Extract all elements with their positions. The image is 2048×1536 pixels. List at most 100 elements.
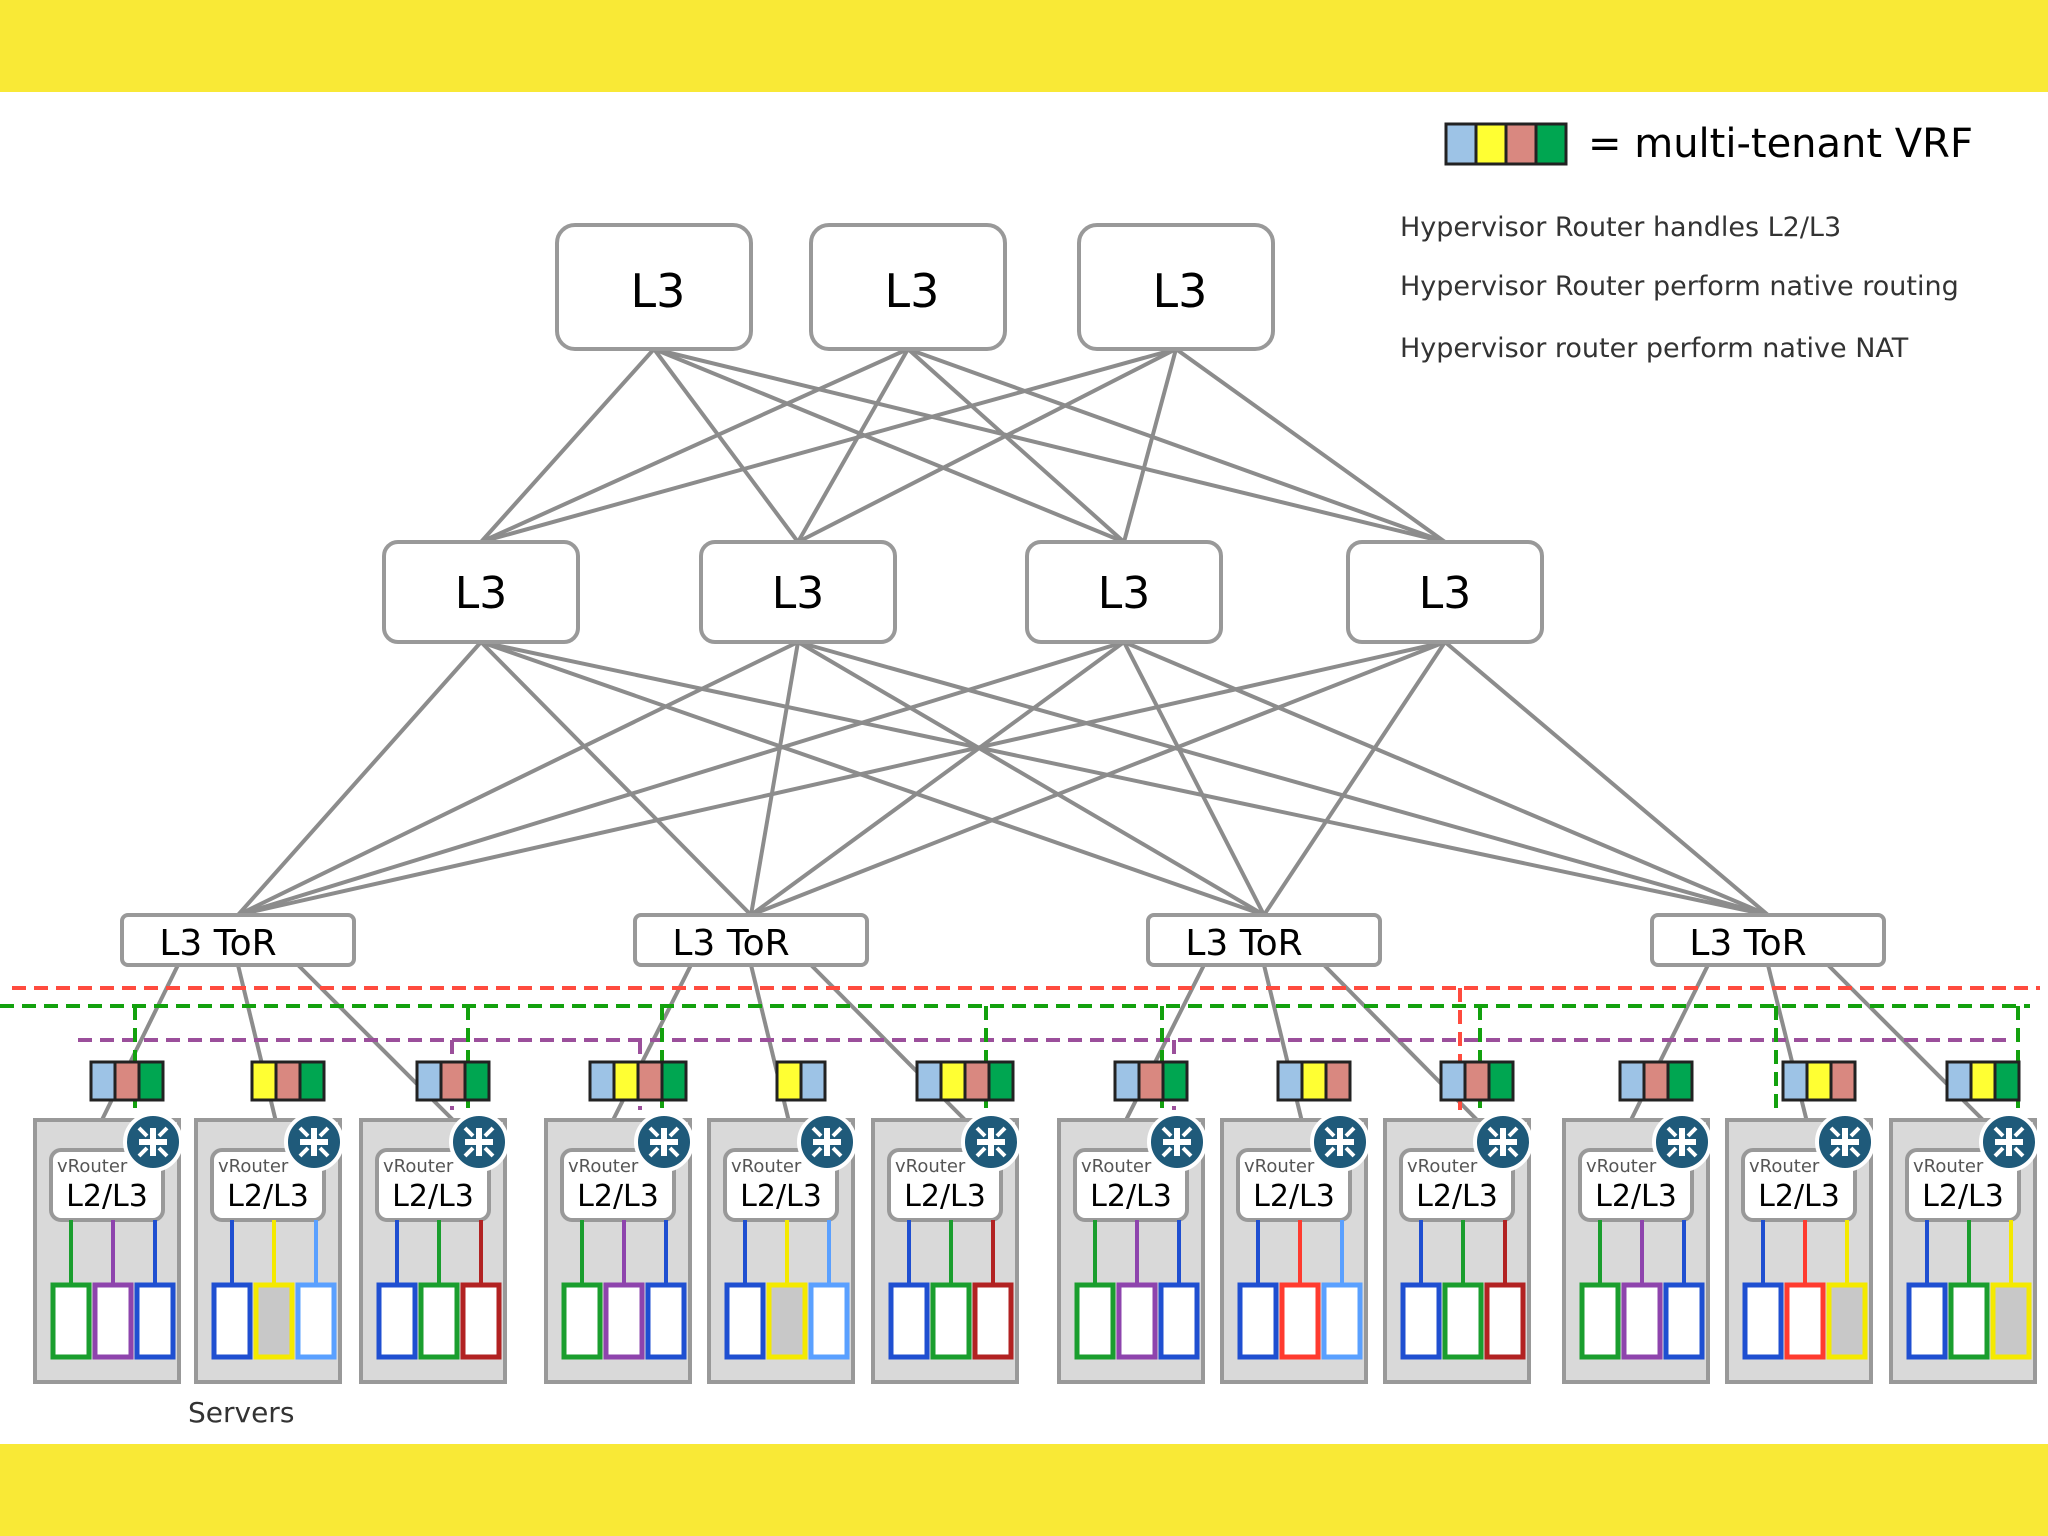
spine-switch: [555, 223, 753, 351]
virtual-machine: [1906, 1282, 1948, 1360]
vrouter-label: vRouter: [731, 1156, 802, 1177]
vrf-segment: [1137, 1060, 1165, 1102]
vrouter-label: vRouter: [1407, 1156, 1478, 1177]
spine-leaf-link: [479, 347, 656, 544]
vrf-segment: [1666, 1060, 1694, 1102]
tor-switch-label: L3 ToR: [1689, 923, 1806, 964]
router-icon: [1815, 1112, 1875, 1172]
tor-server-link: [1766, 964, 1811, 1131]
spine-leaf-link: [653, 347, 1125, 544]
router-icon-cross: [1163, 1128, 1191, 1156]
virtual-machine: [1948, 1282, 1990, 1360]
spine-leaf-link: [1122, 348, 1178, 543]
vrf-segment: [1324, 1060, 1352, 1102]
virtual-machine: [1074, 1282, 1116, 1360]
router-icon-cross: [300, 1128, 328, 1156]
leaf-tor-link: [480, 640, 1769, 917]
leaf-tor-link: [749, 641, 800, 916]
vrouter-label: vRouter: [1749, 1156, 1820, 1177]
spine-switch-label: L3: [1153, 264, 1208, 318]
vrouter-label: vRouter: [1244, 1156, 1315, 1177]
virtual-machine: [1621, 1282, 1663, 1360]
router-icon-cross: [1831, 1128, 1859, 1156]
vrf-segment: [1487, 1060, 1515, 1102]
vrouter-box: [49, 1148, 165, 1222]
virtual-machine: [295, 1282, 337, 1360]
virtual-machine: [92, 1282, 134, 1360]
leaf-tor-link: [1123, 640, 1769, 917]
virtual-machine: [460, 1282, 502, 1360]
note-3: Hypervisor router perform native NAT: [1400, 333, 1909, 364]
virtual-machine: [1742, 1282, 1784, 1360]
router-icon-arrows: [1666, 1126, 1698, 1158]
leaf-switch: [1346, 540, 1544, 644]
virtual-machine: [1158, 1282, 1200, 1360]
vrouter-layer-label: L2/L3: [1416, 1179, 1498, 1214]
virtual-machine: [930, 1282, 972, 1360]
tor-switch: [120, 913, 356, 967]
vrf-segment: [1300, 1060, 1328, 1102]
vrouter-layer-label: L2/L3: [1922, 1179, 2004, 1214]
vrf-segment: [298, 1060, 326, 1102]
vrouter-label: vRouter: [57, 1156, 128, 1177]
servers-caption: Servers: [188, 1396, 294, 1429]
vrf-segment: [1474, 122, 1508, 166]
router-icon-arrows: [463, 1126, 495, 1158]
router-icon: [634, 1112, 694, 1172]
vrouter-box: [1905, 1148, 2021, 1222]
virtual-machine: [808, 1282, 850, 1360]
router-icon: [797, 1112, 857, 1172]
vrouter-label: vRouter: [1586, 1156, 1657, 1177]
vrouter-box: [723, 1148, 839, 1222]
virtual-machine: [561, 1282, 603, 1360]
vrf-segment: [1969, 1060, 1997, 1102]
leaf-switch: [699, 540, 897, 644]
note-2: Hypervisor Router perform native routing: [1400, 271, 1959, 302]
vrf-segment: [799, 1060, 827, 1102]
router-icon-arrows: [1487, 1126, 1519, 1158]
vrouter-layer-label: L2/L3: [577, 1179, 659, 1214]
spine-switch: [1077, 223, 1275, 351]
tor-server-link: [1262, 964, 1306, 1131]
vrf-segment: [1504, 122, 1538, 166]
spine-leaf-link: [906, 347, 1126, 544]
virtual-machine: [1400, 1282, 1442, 1360]
router-icon: [1652, 1112, 1712, 1172]
router-icon: [284, 1112, 344, 1172]
router-icon-cross: [1668, 1128, 1696, 1156]
vrf-segment: [1642, 1060, 1670, 1102]
vrouter-box: [1399, 1148, 1515, 1222]
leaf-tor-link: [750, 640, 1446, 917]
router-icon-cross: [813, 1128, 841, 1156]
router-icon-arrows: [975, 1126, 1007, 1158]
tor-switch-label: L3 ToR: [159, 923, 276, 964]
note-1: Hypervisor Router handles L2/L3: [1400, 212, 1841, 243]
spine-leaf-link: [653, 347, 1446, 544]
virtual-machine: [253, 1282, 295, 1360]
leaf-tor-link: [1443, 640, 1770, 917]
tor-server-link: [1826, 963, 1995, 1132]
vrf-segment: [113, 1060, 141, 1102]
vrouter-layer-label: L2/L3: [1595, 1179, 1677, 1214]
router-icon-cross: [650, 1128, 678, 1156]
router-icon-cross: [1326, 1128, 1354, 1156]
leaf-tor-link: [797, 640, 1769, 917]
router-icon-cross: [139, 1128, 167, 1156]
legend: = multi-tenant VRF: [1444, 121, 1973, 167]
virtual-machine: [1990, 1282, 2032, 1360]
vrf-segment: [415, 1060, 443, 1102]
vrouter-box: [1741, 1148, 1857, 1222]
leaf-tor-link: [480, 640, 1265, 917]
vrf-segment: [963, 1060, 991, 1102]
leaf-switch-label: L3: [455, 568, 508, 619]
router-icon-cross: [1489, 1128, 1517, 1156]
leaf-tor-link: [749, 640, 1126, 917]
vrf-segment: [775, 1060, 803, 1102]
vrf-segment: [1781, 1060, 1809, 1102]
router-icon-arrows: [1993, 1126, 2025, 1158]
